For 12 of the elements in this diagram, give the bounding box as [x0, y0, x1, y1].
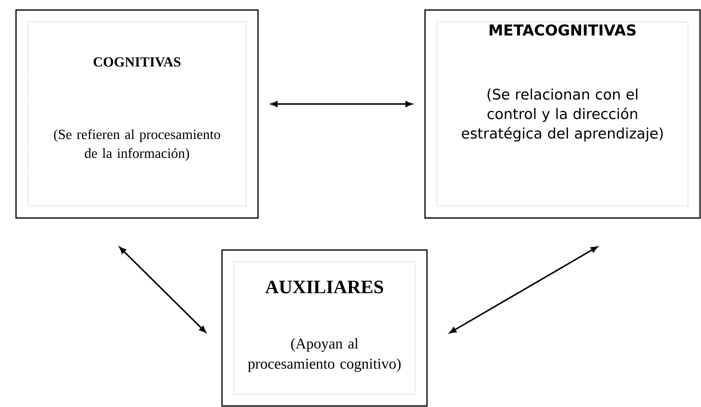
arrow: [449, 246, 598, 334]
category-box: [221, 249, 428, 407]
description: (Apoyan al procesamiento cognitivo): [248, 338, 401, 372]
description: (Se refieren al procesamiento de la información): [54, 129, 220, 161]
category-box: [424, 9, 701, 219]
heading: COGNITIVAS: [94, 57, 180, 67]
heading: METACOGNITIVAS: [490, 24, 636, 36]
heading: AUXILIARES: [265, 280, 384, 294]
description: (Se relacionan con el control y la dirección estratégica del aprendizaje): [462, 88, 663, 142]
arrow: [270, 101, 412, 107]
arrow: [119, 246, 206, 333]
category-box: [15, 9, 259, 219]
